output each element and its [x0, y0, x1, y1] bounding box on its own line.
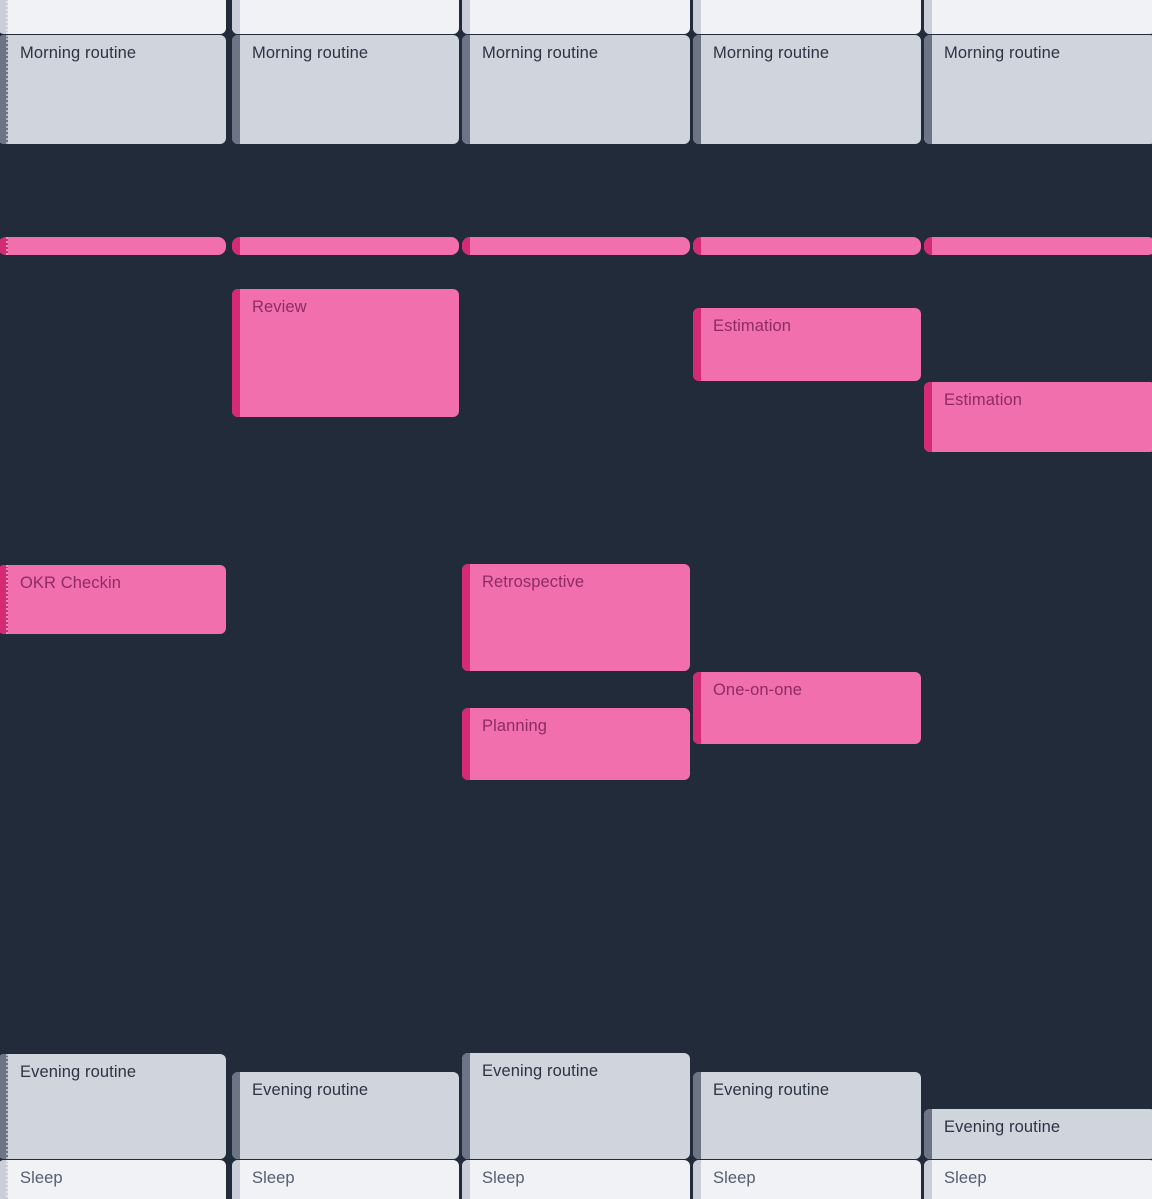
event-evening-routine[interactable]: Evening routine	[924, 1109, 1152, 1159]
event-untitled-bar[interactable]	[0, 237, 226, 255]
event-morning-routine[interactable]: Morning routine	[924, 35, 1152, 144]
event-color-stripe	[924, 0, 932, 34]
event-morning-routine[interactable]: Morning routine	[0, 35, 226, 144]
event-color-stripe	[462, 1160, 470, 1199]
event-color-stripe	[232, 1072, 240, 1159]
event-title: Estimation	[944, 391, 1023, 409]
event-retrospective[interactable]: Retrospective	[462, 564, 690, 671]
event-title: Evening routine	[252, 1081, 369, 1099]
event-title: Evening routine	[713, 1081, 830, 1099]
event-estimation[interactable]: Estimation	[924, 382, 1152, 452]
event-color-stripe	[232, 35, 240, 144]
event-color-stripe	[232, 289, 240, 417]
event-estimation[interactable]: Estimation	[693, 308, 921, 381]
event-color-stripe	[924, 35, 932, 144]
event-sleep[interactable]: Sleep	[462, 1160, 690, 1199]
event-color-stripe	[693, 672, 701, 744]
event-sleep[interactable]: Sleep	[924, 1160, 1152, 1199]
event-title: Morning routine	[252, 44, 369, 62]
event-title: Morning routine	[482, 44, 599, 62]
event-title: OKR Checkin	[20, 574, 122, 592]
event-color-stripe	[924, 237, 932, 255]
event-title: Sleep	[482, 1169, 525, 1187]
event-sleep-continuation[interactable]	[924, 0, 1152, 34]
event-title: Sleep	[20, 1169, 63, 1187]
event-untitled-bar[interactable]	[693, 237, 921, 255]
event-color-stripe	[0, 1054, 8, 1159]
event-untitled-bar[interactable]	[924, 237, 1152, 255]
event-untitled-bar[interactable]	[462, 237, 690, 255]
event-sleep-continuation[interactable]	[462, 0, 690, 34]
event-color-stripe	[0, 237, 8, 255]
event-review[interactable]: Review	[232, 289, 459, 417]
event-evening-routine[interactable]: Evening routine	[462, 1053, 690, 1159]
event-color-stripe	[0, 1160, 8, 1199]
event-title: Evening routine	[482, 1062, 599, 1080]
event-color-stripe	[924, 1109, 932, 1159]
event-color-stripe	[693, 0, 701, 34]
event-color-stripe	[462, 564, 470, 671]
event-color-stripe	[232, 1160, 240, 1199]
event-title: Sleep	[713, 1169, 756, 1187]
event-sleep[interactable]: Sleep	[0, 1160, 226, 1199]
event-one-on-one[interactable]: One-on-one	[693, 672, 921, 744]
event-color-stripe	[462, 1053, 470, 1159]
event-title: Morning routine	[20, 44, 137, 62]
event-title: Evening routine	[20, 1063, 137, 1081]
event-color-stripe	[693, 35, 701, 144]
event-title: Evening routine	[944, 1118, 1061, 1136]
event-morning-routine[interactable]: Morning routine	[462, 35, 690, 144]
event-title: One-on-one	[713, 681, 803, 699]
event-color-stripe	[462, 237, 470, 255]
event-color-stripe	[693, 308, 701, 381]
event-color-stripe	[462, 708, 470, 780]
event-color-stripe	[0, 565, 8, 634]
event-untitled-bar[interactable]	[232, 237, 459, 255]
event-morning-routine[interactable]: Morning routine	[232, 35, 459, 144]
event-title: Retrospective	[482, 573, 585, 591]
event-evening-routine[interactable]: Evening routine	[0, 1054, 226, 1159]
event-color-stripe	[462, 0, 470, 34]
event-evening-routine[interactable]: Evening routine	[693, 1072, 921, 1159]
event-planning[interactable]: Planning	[462, 708, 690, 780]
event-evening-routine[interactable]: Evening routine	[232, 1072, 459, 1159]
event-okr-checkin[interactable]: OKR Checkin	[0, 565, 226, 634]
event-title: Review	[252, 298, 307, 316]
event-sleep-continuation[interactable]	[693, 0, 921, 34]
event-title: Morning routine	[944, 44, 1061, 62]
event-title: Sleep	[252, 1169, 295, 1187]
event-sleep[interactable]: Sleep	[693, 1160, 921, 1199]
event-title: Planning	[482, 717, 548, 735]
event-color-stripe	[924, 1160, 932, 1199]
event-color-stripe	[232, 0, 240, 34]
event-color-stripe	[693, 1160, 701, 1199]
event-sleep-continuation[interactable]	[232, 0, 459, 34]
event-color-stripe	[0, 0, 8, 34]
event-color-stripe	[693, 237, 701, 255]
event-morning-routine[interactable]: Morning routine	[693, 35, 921, 144]
event-title: Morning routine	[713, 44, 830, 62]
event-color-stripe	[924, 382, 932, 452]
event-sleep[interactable]: Sleep	[232, 1160, 459, 1199]
event-color-stripe	[232, 237, 240, 255]
event-color-stripe	[693, 1072, 701, 1159]
event-title: Estimation	[713, 317, 792, 335]
event-color-stripe	[462, 35, 470, 144]
event-title: Sleep	[944, 1169, 987, 1187]
event-sleep-continuation[interactable]	[0, 0, 226, 34]
event-color-stripe	[0, 35, 8, 144]
